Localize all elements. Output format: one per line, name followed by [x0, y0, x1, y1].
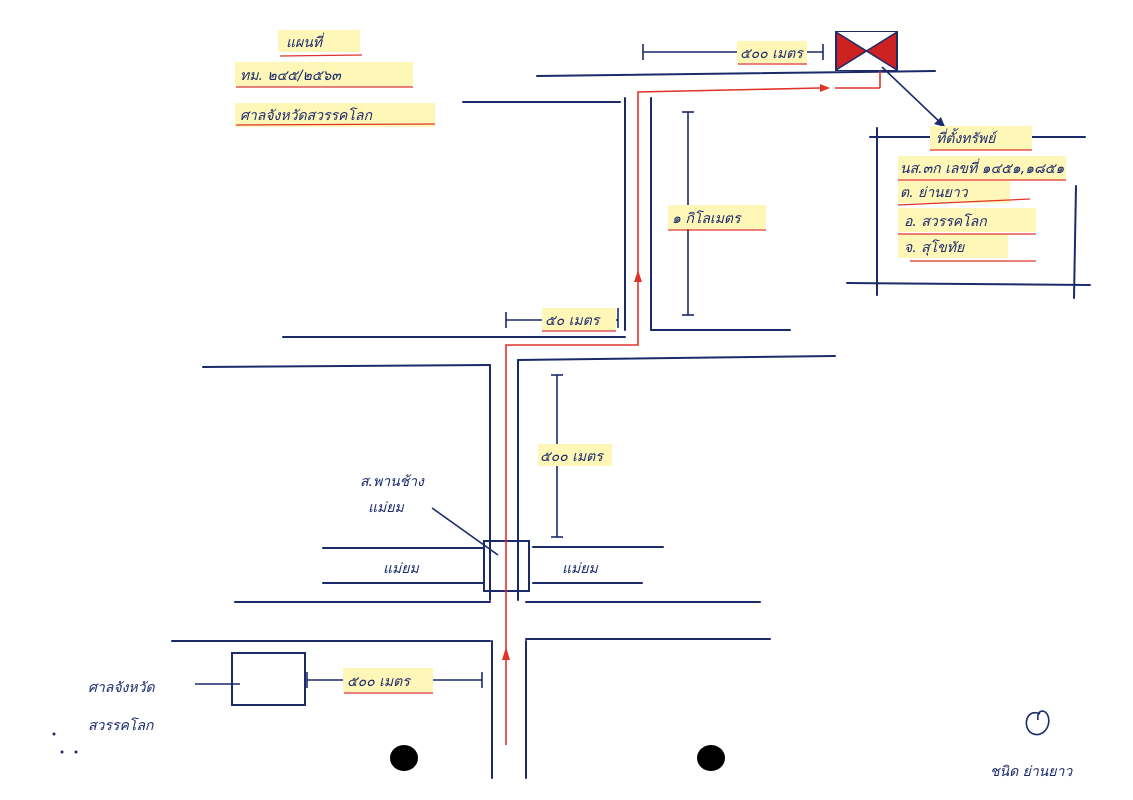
address-line4: จ. สุโขทัย — [904, 239, 965, 256]
marker-pointer — [881, 66, 946, 128]
signature-mark — [1025, 710, 1050, 736]
route-line — [505, 87, 821, 745]
river-label-left: แม่ยม — [383, 561, 419, 577]
underlines — [235, 54, 1066, 694]
dimensions — [306, 44, 824, 688]
court-label-line1: ศาลจังหวัด — [88, 680, 155, 696]
court-label-line2: สวรรคโลก — [88, 717, 155, 734]
stray-dot-2 — [60, 750, 64, 754]
court-name: ศาลจังหวัดสวรรคโลก — [240, 107, 373, 124]
river-label-right: แม่ยม — [562, 561, 598, 577]
punch-hole-left — [390, 745, 418, 771]
route-arrow-mid — [634, 270, 642, 282]
road-top-upper — [536, 70, 936, 77]
stray-dot-3 — [74, 750, 78, 754]
plot-number: ทม. ๒๔๕/๒๕๖๓ — [240, 68, 342, 84]
distance-vertical-center: ๕๐๐ เมตร — [540, 449, 604, 465]
property-bottom — [846, 282, 1091, 286]
stray-dot-1 — [52, 732, 56, 736]
distance-vertical-right: ๑ กิโลเมตร — [672, 210, 742, 227]
court-building — [231, 652, 306, 706]
signature-name: ชนิด ย่านยาว — [990, 764, 1073, 780]
map-heading: แผนที่ — [286, 32, 325, 51]
route — [502, 70, 881, 745]
bridge-label-line2: แม่ยม — [368, 500, 404, 516]
road-mid-lower-left — [202, 364, 491, 368]
distance-top: ๕๐๐ เมตร — [740, 46, 804, 62]
property-right — [1073, 185, 1077, 299]
route-arrow-top — [820, 84, 830, 92]
red-cross-box-icon — [835, 31, 898, 71]
address-line2: ต. ย่านยาว — [900, 185, 969, 201]
bridge-label-line1: ส.พานช้าง — [360, 474, 425, 490]
route-arrow-up — [502, 647, 510, 660]
highlights — [235, 30, 1066, 692]
road-mid-lower-right — [517, 355, 836, 361]
address-line1: นส.๓ก เลขที่ ๑๔๕๑,๑๘๕๑ — [900, 158, 1064, 177]
bridge-pointer — [431, 507, 499, 556]
marker-pointer-arrowhead — [934, 117, 945, 127]
address-line3: อ. สวรรคโลก — [904, 213, 988, 230]
distance-bottom: ๕๐๐ เมตร — [347, 674, 411, 690]
distance-mid-left: ๕๐ เมตร — [545, 313, 601, 329]
punch-hole-right — [697, 745, 725, 771]
address-heading: ที่ตั้งทรัพย์ — [936, 128, 998, 147]
